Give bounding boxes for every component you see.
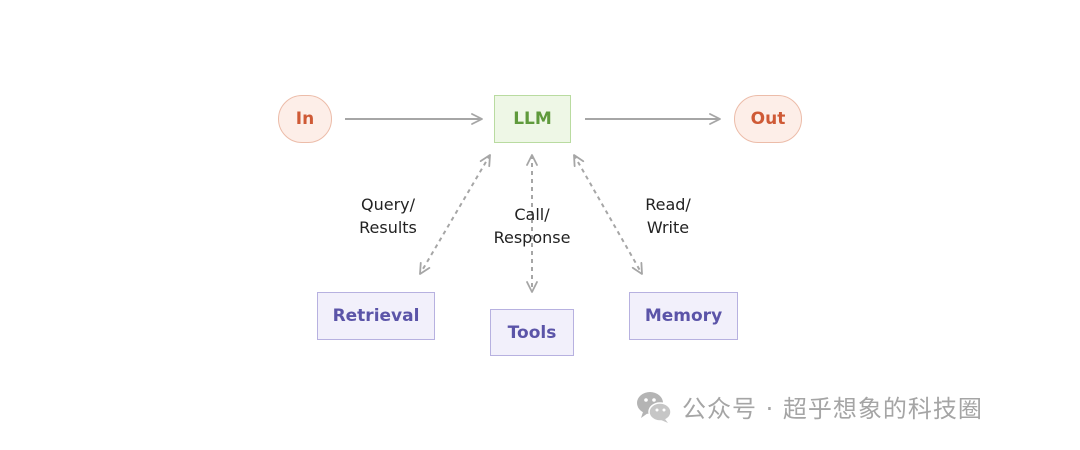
watermark-text: 公众号 · 超乎想象的科技圈 xyxy=(682,394,983,423)
query-results-label: Query/ Results xyxy=(359,195,417,237)
read-write-label: Read/ Write xyxy=(645,195,691,237)
tools-node-label: Tools xyxy=(507,322,557,343)
llm-node: LLM xyxy=(494,95,571,143)
memory-node: Memory xyxy=(629,292,738,340)
retrieval-node-label: Retrieval xyxy=(332,306,420,326)
arrow-llm-retrieval xyxy=(419,154,491,275)
input-node-label: In xyxy=(295,109,315,129)
call-response-label: Call/ Response xyxy=(493,205,571,247)
llm-node-label: LLM xyxy=(513,109,552,129)
watermark: 公众号 · 超乎想象的科技圈 xyxy=(634,384,983,428)
retrieval-node: Retrieval xyxy=(317,292,435,340)
wechat-icon xyxy=(637,392,672,423)
input-node: In xyxy=(278,95,332,143)
output-node-label: Out xyxy=(750,109,786,129)
output-node: Out xyxy=(734,95,802,143)
arrow-llm-memory xyxy=(573,154,643,275)
tools-node: Tools xyxy=(490,309,574,356)
memory-node-label: Memory xyxy=(644,306,723,326)
